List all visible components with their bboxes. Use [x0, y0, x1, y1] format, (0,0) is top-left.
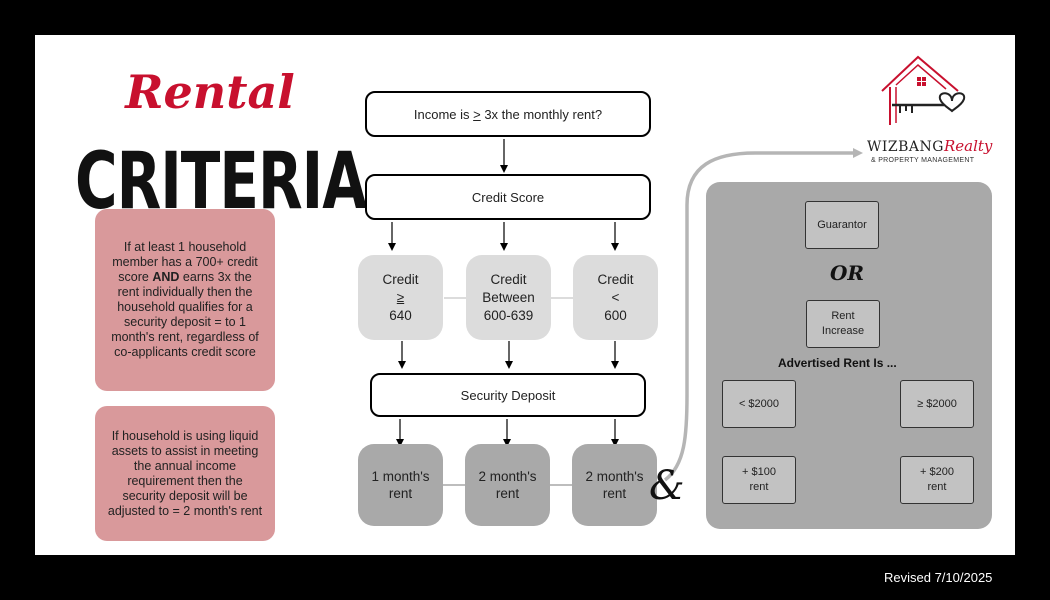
credit-box-600-line1: Credit [597, 271, 634, 287]
deposit-box-2-month-line2: rent [495, 486, 520, 501]
plus-100-box: + $100 rent [722, 456, 796, 504]
credit-box-640-line1: Credit [382, 271, 419, 287]
brand-script: Realty [943, 137, 993, 155]
plus-100-line2: rent [749, 481, 769, 493]
connector-to-guarantor-panel [663, 148, 863, 482]
deposit-box-2-month-liquid-line1: 2 month's [585, 469, 644, 484]
credit-box-600-639-line2: Between [482, 289, 535, 305]
infographic-canvas: Rental CRITERIA If at least 1 household … [35, 35, 1015, 555]
guarantor-label: Guarantor [817, 218, 867, 231]
income-prefix: Income is [413, 106, 474, 122]
credit-box-600: Credit <600 [573, 255, 658, 340]
or-label: OR [830, 261, 865, 285]
rent-over-2000-box: ≥ $2000 [900, 380, 974, 428]
income-question-box: Income is > 3x the monthly rent? [365, 91, 651, 137]
credit-score-box: Credit Score [365, 174, 651, 220]
rent-under-2000-label: < $2000 [738, 397, 780, 410]
credit-score-label: Credit Score [471, 189, 545, 205]
ampersand: & [649, 463, 685, 509]
income-symbol: > [473, 106, 481, 122]
brand-subtitle: & PROPERTY MANAGEMENT [871, 157, 975, 164]
deposit-box-2-month: 2 month's rent [465, 444, 550, 526]
deposit-box-2-month-liquid: 2 month's rent [572, 444, 657, 526]
deposit-box-1-month-line1: 1 month's [371, 469, 430, 484]
rent-increase-line1: Rent [831, 310, 855, 322]
credit-box-640-line3: 640 [389, 307, 412, 323]
plus-200-line1: + $200 [920, 466, 954, 478]
guarantor-box: Guarantor [805, 201, 879, 249]
security-deposit-box: Security Deposit [370, 373, 646, 417]
revised-date: Revised 7/10/2025 [884, 570, 993, 585]
brand-name: WIZBANG [867, 139, 944, 155]
credit-box-600-639-line1: Credit [490, 271, 527, 287]
credit-box-640-line2: ≥ [396, 289, 405, 305]
credit-box-600-line3: 600 [604, 307, 627, 323]
plus-200-box: + $200 rent [900, 456, 974, 504]
deposit-box-2-month-line1: 2 month's [478, 469, 537, 484]
brand-logo: WIZBANGRealty [867, 137, 992, 156]
title-rental: Rental [125, 65, 295, 119]
house-key-logo-icon [881, 55, 966, 125]
deposit-box-1-month: 1 month's rent [358, 444, 443, 526]
income-suffix: 3x the monthly rent? [480, 106, 603, 122]
plus-200-line2: rent [927, 481, 947, 493]
credit-box-600-639-line3: 600-639 [483, 307, 534, 323]
info-box-credit-700-and: AND [152, 270, 180, 284]
credit-box-640: Credit ≥640 [358, 255, 443, 340]
security-deposit-label: Security Deposit [460, 387, 556, 403]
deposit-box-2-month-liquid-line2: rent [602, 486, 627, 501]
rent-under-2000-box: < $2000 [722, 380, 796, 428]
info-box-credit-700-text-pre: If at least 1 household member has a 700… [112, 240, 258, 284]
info-box-liquid-assets: If household is using liquid assets to a… [95, 406, 275, 541]
plus-100-line1: + $100 [742, 466, 776, 478]
rent-over-2000-label: ≥ $2000 [917, 397, 957, 410]
rent-increase-line2: Increase [821, 325, 865, 337]
advertised-rent-label: Advertised Rent Is ... [778, 356, 897, 370]
info-box-liquid-assets-text: If household is using liquid assets to a… [107, 428, 263, 518]
income-question-text: Income is > 3x the monthly rent? [414, 107, 602, 122]
info-box-credit-700: If at least 1 household member has a 700… [95, 209, 275, 391]
credit-box-600-line2: < [611, 289, 620, 305]
deposit-box-1-month-line2: rent [388, 486, 413, 501]
info-box-credit-700-text-post: earns 3x the rent individually then the … [111, 270, 259, 359]
